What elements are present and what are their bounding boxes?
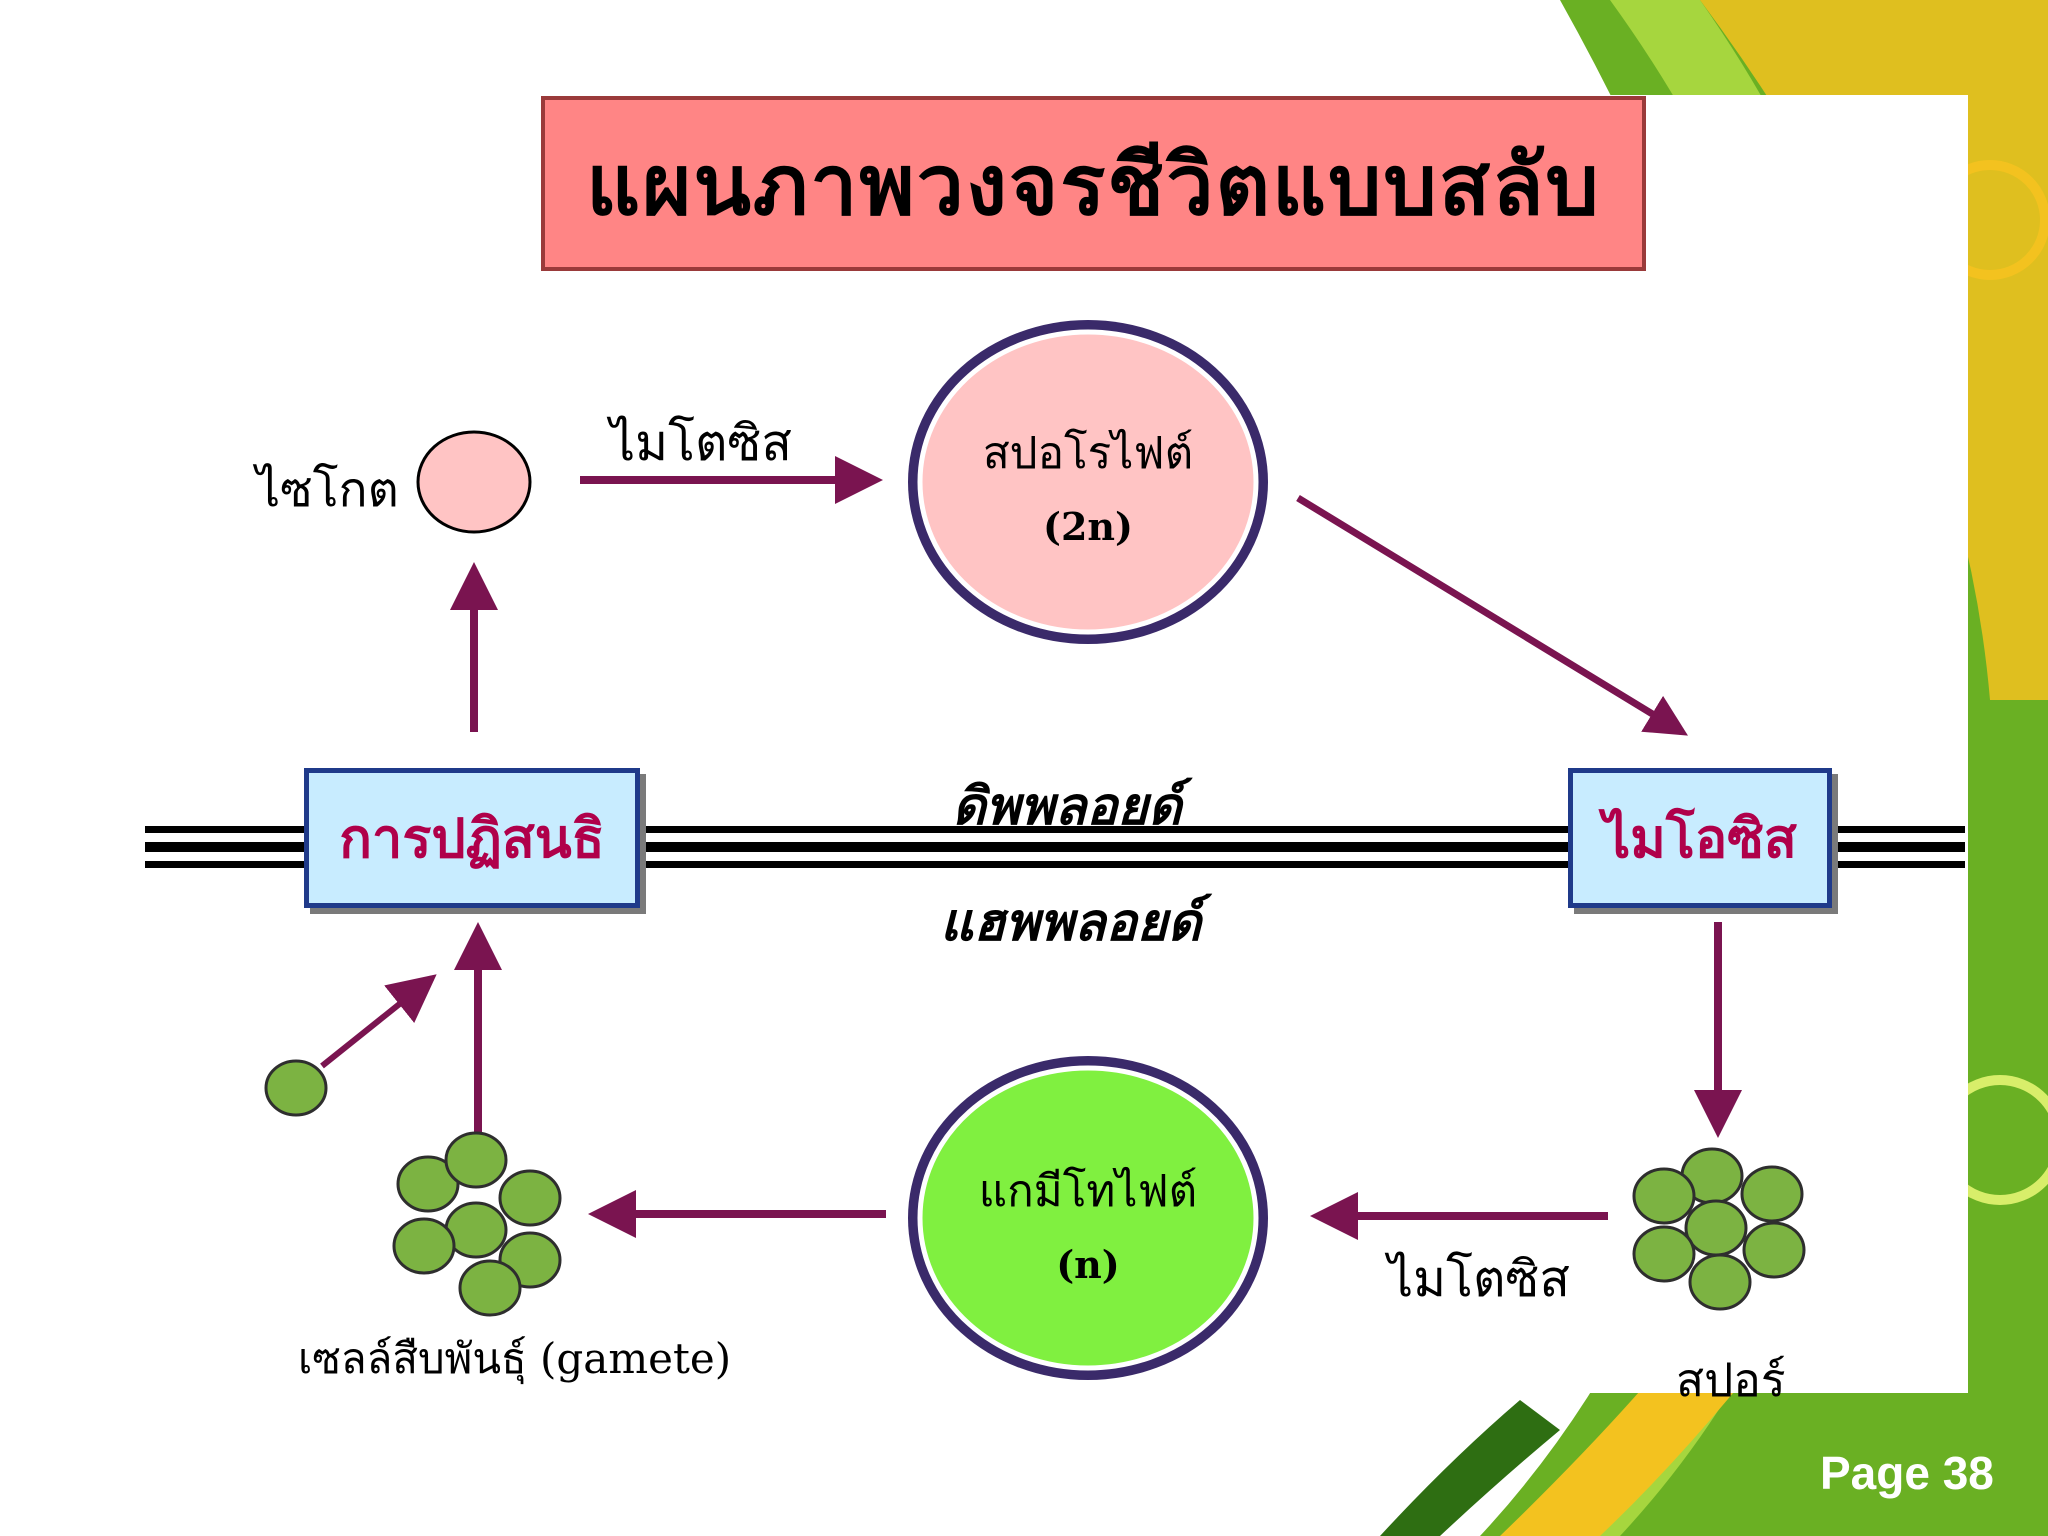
mitosis-top-label: ไมโตซิส <box>610 414 792 472</box>
spore-cluster <box>1632 1147 1806 1311</box>
sporophyte-label: สปอโรไฟต์ <box>982 428 1194 479</box>
gametes-label: เซลล์สืบพันธุ์ (gamete) <box>298 1334 732 1383</box>
diagram-title: แผนภาพวงจรชีวิตแบบสลับ <box>541 96 1646 271</box>
haploid-label: แฮพพลอยด์ <box>940 892 1202 953</box>
spores-label: สปอร์ <box>1676 1353 1786 1407</box>
meiosis-box: ไมโอซิส <box>1568 768 1832 908</box>
page-number: Page 38 <box>1820 1447 1994 1499</box>
ploidy-divider-line <box>145 826 1965 868</box>
sporophyte-circle <box>908 320 1268 644</box>
gametophyte-circle <box>908 1056 1268 1380</box>
arrow-gamete-to-fertilization <box>320 974 437 1069</box>
zygote-cell <box>416 430 532 534</box>
sporophyte-ploidy-label: (2n) <box>1042 504 1134 549</box>
arrow-sporophyte-to-meiosis <box>1296 495 1688 736</box>
zygote-label: ไซโกต <box>256 462 399 518</box>
gametophyte-label: แกมีโทไฟต์ <box>978 1166 1198 1217</box>
gamete-cluster <box>392 1131 562 1317</box>
gametophyte-ploidy-label: (n) <box>1056 1242 1120 1287</box>
mitosis-bottom-label: ไมโตซิส <box>1388 1250 1570 1308</box>
fertilization-box: การปฏิสนธิ <box>304 768 640 908</box>
diploid-label: ดิพพลอยด์ <box>952 776 1182 837</box>
gamete-cell <box>264 1059 328 1117</box>
